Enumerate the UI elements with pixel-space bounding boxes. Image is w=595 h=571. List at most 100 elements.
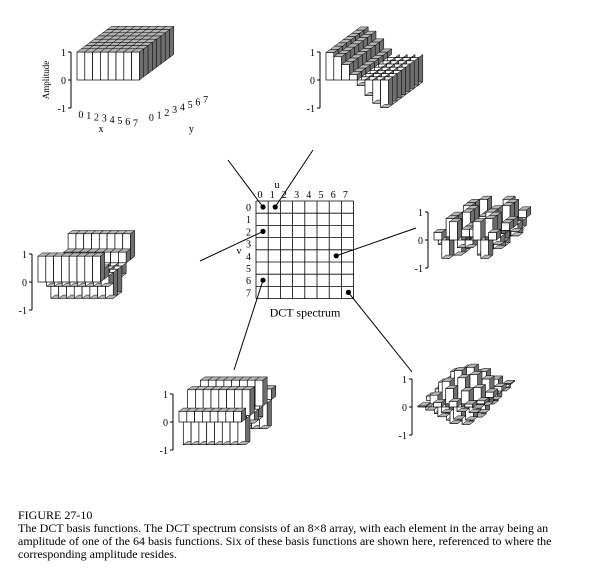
y-tick-label: 1 (157, 110, 162, 121)
basis-plot-u0-v2: 1 0 -1 (19, 230, 136, 317)
y-tick-label: 3 (172, 105, 177, 116)
u-tick-label: 1 (270, 190, 275, 201)
y-tick-label: 7 (203, 95, 208, 106)
figure-label: FIGURE 27-10 (18, 508, 93, 522)
z-tick-label: 1 (418, 208, 423, 219)
spectrum-grid (255, 200, 355, 300)
basis-bar (121, 230, 136, 261)
z-tick-label: 0 (418, 236, 423, 247)
z-tick-label: -1 (399, 431, 407, 442)
u-tick-label: 2 (282, 190, 287, 201)
basis-bar (448, 218, 463, 241)
v-tick-label: 7 (246, 288, 251, 299)
v-tick-label: 1 (246, 215, 251, 226)
leader-line (233, 280, 264, 371)
z-tick-label: 1 (61, 48, 66, 59)
spectrum-marker (272, 204, 278, 210)
basis-bar (232, 407, 247, 423)
basis-bar (262, 385, 277, 401)
basis-bar (91, 252, 106, 283)
u-tick-label: 5 (319, 190, 324, 201)
basis-bar (517, 206, 532, 219)
basis-bar (417, 402, 431, 408)
basis-bar (464, 400, 478, 408)
z-tick-label: 1 (402, 375, 407, 386)
basis-bar (117, 248, 132, 264)
x-axis-label: x (99, 124, 104, 135)
basis-bar (487, 228, 502, 241)
z-tick-label: -1 (58, 104, 66, 115)
z-tick-label: 0 (163, 418, 168, 429)
leader-line (227, 159, 264, 208)
z-tick-label: 0 (402, 403, 407, 414)
u-tick-label: 7 (343, 190, 348, 201)
leader-line (199, 230, 264, 262)
leader-lines (199, 149, 417, 373)
x-tick-label: 7 (133, 118, 138, 129)
spectrum-marker (333, 253, 339, 259)
leader-line (348, 292, 413, 373)
y-tick-label: 2 (164, 108, 169, 119)
basis-bar (480, 236, 494, 259)
basis-bar (237, 415, 251, 446)
spectrum-marker (260, 277, 266, 283)
z-tick-label: 0 (310, 76, 315, 87)
x-tick-label: 5 (117, 116, 122, 127)
basis-bar (472, 218, 486, 241)
u-tick-label: 0 (258, 190, 263, 201)
y-tick-label: 6 (195, 97, 200, 108)
basis-plot-u1-v0: 1 0 -1 (307, 26, 424, 115)
u-tick-label: 6 (331, 190, 336, 201)
v-tick-label: 6 (246, 276, 251, 287)
v-axis-label: v (237, 246, 242, 257)
v-tick-label: 3 (246, 240, 251, 251)
x-tick-label: 4 (110, 115, 115, 126)
basis-bar (500, 219, 515, 231)
z-tick-label: 0 (22, 278, 27, 289)
z-tick-label: 0 (61, 76, 66, 87)
v-tick-label: 0 (246, 203, 251, 214)
z-tick-label: 1 (310, 48, 315, 59)
y-axis-label: y (189, 124, 194, 135)
basis-plot-u0-v6: 1 0 -1 (160, 376, 277, 457)
basis-bar (254, 376, 268, 407)
x-tick-label: 3 (102, 114, 107, 125)
v-tick-label: 2 (246, 227, 251, 238)
z-tick-label: -1 (307, 104, 315, 115)
basis-bar (448, 397, 463, 408)
figure-caption: FIGURE 27-10 The DCT basis functions. Th… (18, 509, 578, 561)
z-tick-label: -1 (19, 306, 27, 317)
leader-line (274, 149, 314, 208)
x-tick-label: 0 (78, 110, 83, 121)
z-axis-label: Amplitude (41, 61, 51, 100)
v-tick-label: 4 (246, 252, 251, 263)
basis-plot-u6-v4: 10-1 (415, 195, 532, 275)
y-tick-label: 0 (149, 113, 154, 124)
basis-bar (484, 388, 499, 398)
figure-caption-text: The DCT basis functions. The DCT spectru… (18, 521, 552, 561)
y-tick-label: 5 (188, 100, 193, 111)
u-tick-label: 3 (294, 190, 299, 201)
basis-bar (348, 70, 363, 81)
leader-line (336, 227, 417, 257)
y-tick-label: 4 (180, 103, 185, 114)
spectrum-title: DCT spectrum (270, 306, 341, 320)
u-tick-label: 4 (306, 190, 311, 201)
basis-bar (471, 403, 486, 409)
spectrum-marker (345, 289, 351, 295)
spectrum-marker (260, 204, 266, 210)
spectrum-marker (260, 228, 266, 234)
basis-bar (492, 233, 506, 245)
x-tick-label: 1 (86, 111, 91, 122)
basis-bar (433, 228, 447, 241)
basis-bar (432, 398, 447, 408)
z-tick-label: 1 (22, 250, 27, 261)
z-tick-label: -1 (160, 446, 168, 457)
x-tick-label: 6 (125, 117, 130, 128)
basis-bar (379, 76, 394, 108)
z-tick-label: 1 (163, 390, 168, 401)
